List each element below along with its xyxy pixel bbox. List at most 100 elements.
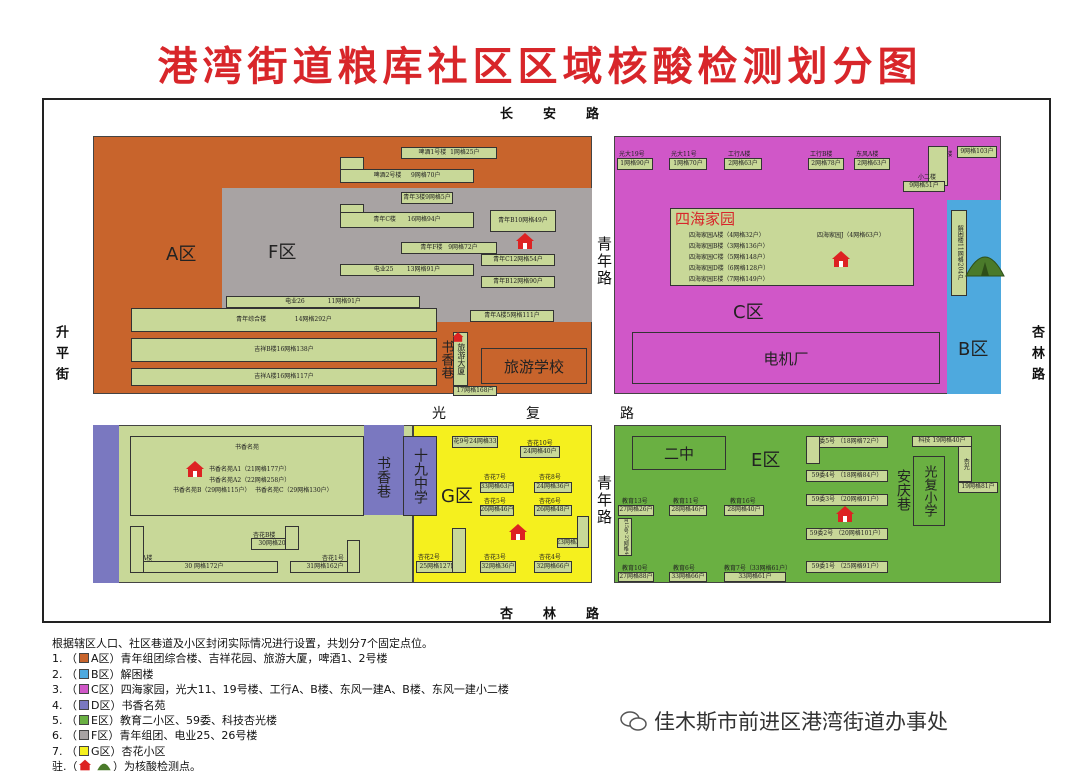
legend-swatch — [79, 668, 89, 679]
test-site-house-icon — [832, 251, 850, 267]
building-g6: 26网格48户 — [534, 505, 572, 516]
building-shuxiang-block: 书香名苑 书香名苑A1（21网格177户） 书香名苑A2（22网格258户） 书… — [130, 436, 364, 516]
building-qnA5: 青年A楼5网格111户 — [470, 310, 554, 322]
building-w1: 59委1号 （25网格91户） — [806, 561, 888, 573]
label-e11: 教育11号 — [673, 498, 699, 505]
label-g3: 杏花3号 — [484, 554, 506, 561]
building-dy26: 电业26 11网格91户 — [226, 296, 420, 308]
legend-swatch — [79, 745, 89, 756]
building-g3: 32网格36户 — [480, 561, 516, 573]
building-xh1-wing — [347, 540, 360, 573]
label-e13: 教育13号 — [622, 498, 648, 505]
landmark-dianjichang: 电机厂 — [632, 332, 940, 384]
building-qnF: 青年F楼 9网格72户 — [401, 242, 497, 254]
building-sihai-j: 四海家园J（4网格63户） — [817, 232, 885, 239]
legend-swatch — [79, 699, 89, 710]
building-dfA: 2网格63户 — [854, 158, 890, 170]
legend-item: 3. （C区）四海家园，光大11、19号楼、工行A、B楼、东风一建A、B楼、东风… — [52, 683, 509, 697]
label-gxA: 工行A楼 — [728, 151, 751, 158]
building-xingguang-grid: 19网格81户 — [958, 482, 998, 493]
legend-item: 6. （F区）青年组团、电业25、26号楼 — [52, 729, 258, 743]
building-sihai-e: 四海家园E楼（7网格149户） — [689, 276, 769, 283]
building-lvyou-dasha: 旅游大厦 — [453, 332, 468, 386]
building-g4: 32网格66户 — [534, 561, 572, 573]
legend-intro: 根据辖区人口、社区巷道及小区封闭实际情况进行设置，共划分7个固定点位。 — [52, 637, 433, 650]
building-pijiu1: 啤酒1号楼 1网格25户 — [401, 147, 497, 159]
road-middle: 光复路 — [432, 406, 714, 422]
building-g8: 24网格36户 — [534, 482, 572, 493]
building-sihai-block: 四海家园 四海家园A楼（4网格32户） 四海家园B楼（3网格136户） 四海家园… — [670, 208, 914, 286]
building-shu-c: 书香名苑C（29网格130户） — [255, 487, 333, 494]
legend-swatch — [79, 715, 89, 726]
building-jixiangA: 吉祥A楼16网格117户 — [131, 368, 437, 386]
building-w3: 59委3号 （20网格91户） — [806, 494, 888, 506]
road-bottom: 杏林路 — [500, 607, 630, 622]
label-dfA: 东风A楼 — [856, 151, 879, 158]
building-jixiangB: 吉祥B楼16网格138户 — [131, 338, 437, 362]
building-qn3: 青年3楼9网格5户 — [401, 192, 453, 204]
label-g8: 杏花8号 — [539, 474, 561, 481]
landmark-erzhong: 二中 — [632, 436, 726, 470]
landmark-sihai: 四海家园 — [675, 210, 736, 228]
zone-b-label: B区 — [958, 339, 989, 360]
zone-e-label: E区 — [751, 450, 781, 471]
building-pijiu2: 啤酒2号楼 9网格70户 — [340, 169, 474, 183]
zone-f-label: F区 — [268, 242, 297, 263]
legend-item: 7. （G区）杏花小区 — [52, 744, 166, 758]
building-qnC: 青年C楼 16网格94户 — [340, 212, 474, 228]
tent-icon — [965, 256, 1005, 277]
legend-item: 2. （B区）解困楼 — [52, 667, 154, 681]
building-sihai-a: 四海家园A楼（4网格32户） — [689, 232, 765, 239]
building-shu-a2: 书香名苑A2（22网格258户） — [209, 477, 291, 484]
building-g-small-wing — [577, 516, 589, 548]
building-shu-title: 书香名苑 — [235, 444, 260, 451]
legend-note: 驻.（ ）为核酸检测点。 — [52, 759, 201, 771]
building-gd11: 1网格70户 — [669, 158, 707, 170]
building-g7: 33网格63户 — [480, 482, 514, 493]
road-left: 升平街 — [53, 325, 68, 388]
label-gd11: 光大11号 — [671, 151, 697, 158]
landmark-shuxiang-lane-a: 书香巷 — [438, 339, 454, 379]
label-e7: 教育7号（33网格61户） — [724, 565, 792, 572]
building-sihai-d: 四海家园D楼（6网格128户） — [689, 265, 770, 272]
building-sihai-c: 四海家园C楼（5网格148户） — [689, 254, 769, 261]
zone-g-area — [413, 425, 592, 583]
house-icon — [78, 759, 91, 771]
landmark-lvyou-school: 旅游学校 — [481, 348, 587, 384]
label-g2: 杏花2号 — [418, 554, 440, 561]
test-site-house-icon — [186, 461, 204, 477]
building-xhB-wing — [285, 526, 299, 550]
building-xhA: 30 网格172户 — [130, 561, 278, 573]
road-top: 长安路 — [500, 107, 630, 122]
building-e16: 28网格40户 — [724, 505, 764, 516]
watermark: 佳木斯市前进区港湾街道办事处 — [620, 706, 948, 736]
building-gxB: 2网格78户 — [808, 158, 844, 170]
test-site-house-icon — [836, 506, 854, 522]
legend-swatch — [79, 653, 89, 664]
map-title: 港湾街道粮库社区区域核酸检测划分图 — [157, 43, 923, 90]
zone-g-label: G区 — [441, 486, 473, 507]
legend-swatch — [79, 684, 89, 695]
label-xhB: 杏花B楼 — [253, 532, 276, 539]
building-xhA-wing — [130, 526, 144, 573]
building-e11: 28网格46户 — [669, 505, 707, 516]
legend-item: 4. （D区）书香名苑 — [52, 698, 166, 712]
landmark-guangfu-school: 光复小学 — [913, 456, 945, 526]
building-e6: 33网格66户 — [669, 572, 707, 582]
building-e10: 27网格88户 — [618, 572, 654, 582]
label-xh1: 杏花1号 — [322, 555, 344, 562]
landmark-shijiu-school: 十九中学 — [403, 436, 437, 516]
test-site-house-icon — [452, 332, 464, 342]
building-e15: 教育15号 27网格44户 — [618, 518, 632, 556]
building-keji: 科技 19网格40户 — [912, 436, 972, 447]
road-center-upper: 青年路 — [595, 236, 613, 287]
building-gd19: 1网格90户 — [617, 158, 653, 170]
zone-d-shuxiang — [364, 425, 404, 515]
building-e7: 33网格61户 — [724, 572, 786, 582]
building-dfB: 9网格103户 — [957, 146, 997, 158]
building-w4: 59委4号 （18网格84户） — [806, 470, 888, 482]
label-xiaoer: 小二楼 — [918, 174, 937, 181]
legend-item: 1. （A区）青年组团综合楼、吉祥花园、旅游大厦，啤酒1、2号楼 — [52, 652, 388, 666]
building-w5-wing — [806, 436, 820, 464]
building-qnB10: 青年B10网格49户 — [490, 210, 556, 232]
